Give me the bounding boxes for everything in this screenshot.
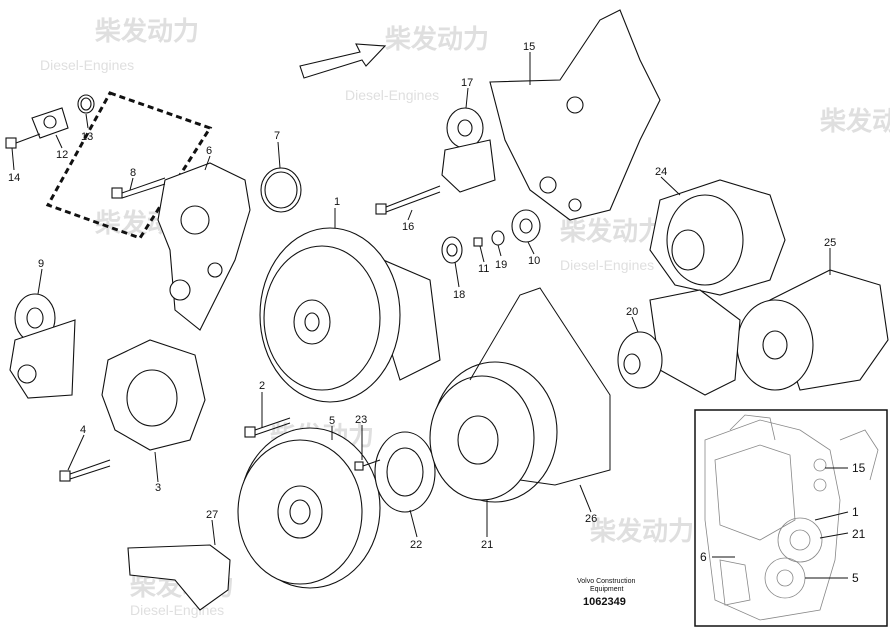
belt-tensioner-9: [9, 293, 76, 399]
watermark-en-6: Diesel-Engines: [130, 602, 224, 618]
callout-23: 23: [355, 414, 367, 426]
inset-callout-6: 6: [700, 550, 707, 564]
callout-25: 25: [824, 237, 836, 249]
bolt-8: [111, 177, 166, 199]
callout-20: 20: [626, 306, 638, 318]
leader-lines: [11, 52, 831, 546]
callout-14: 14: [8, 172, 20, 184]
impeller-gasket-3: [101, 339, 206, 451]
washer-18: [441, 236, 463, 264]
bolt-11: [473, 237, 483, 247]
inset-frame: [694, 409, 888, 627]
callout-19: 19: [495, 259, 507, 271]
callout-24: 24: [655, 166, 667, 178]
callout-16: 16: [402, 221, 414, 233]
callout-26: 26: [585, 513, 597, 525]
callout-22: 22: [410, 539, 422, 551]
callout-3: 3: [155, 482, 161, 494]
callout-4: 4: [80, 424, 86, 436]
callout-7: 7: [274, 130, 280, 142]
watermark-cn-2: 柴发动力: [384, 24, 489, 54]
callout-12: 12: [56, 149, 68, 161]
callout-6: 6: [206, 145, 212, 157]
inset-callout-15: 15: [852, 461, 866, 475]
bracket-part-6: [157, 162, 251, 331]
seal-ring-13: [77, 94, 95, 114]
bolt-4: [59, 459, 111, 482]
ac-compressor-25: [736, 269, 889, 391]
callout-27: 27: [206, 509, 218, 521]
drawing-number: 1062349: [583, 596, 626, 608]
idler-10: [511, 209, 541, 243]
flange-part-12: [31, 107, 69, 139]
bolt-14: [5, 133, 41, 149]
tension-pulley-17: [441, 107, 496, 193]
inset-callout-1: 1: [852, 505, 859, 519]
watermark-en-2: Diesel-Engines: [345, 87, 439, 103]
belt-segment-27: [127, 544, 231, 611]
water-pump-pulley-1: [259, 227, 441, 403]
callout-15: 15: [523, 41, 535, 53]
inset-leader-lines: [712, 467, 849, 579]
idler-bracket-20: [617, 289, 741, 396]
alternator-24: [649, 179, 786, 296]
inset-engine-sketch: [704, 414, 879, 621]
watermark-en-1: Diesel-Engines: [40, 57, 134, 73]
inset-view: 15 1 21 6 5: [694, 409, 888, 627]
callout-labels: 1 2 3 4 5 6 7 8 9 10 11 12 13 14 15 16 1…: [8, 41, 836, 551]
callout-9: 9: [38, 258, 44, 270]
damper-ring-22: [374, 431, 436, 513]
o-ring-7: [260, 167, 302, 213]
brand-line-1: Volvo Construction: [577, 578, 635, 585]
callout-18: 18: [453, 289, 465, 301]
washer-19: [491, 230, 505, 246]
callout-1: 1: [334, 196, 340, 208]
callout-17: 17: [461, 77, 473, 89]
callout-5: 5: [329, 415, 335, 427]
dashed-gasket-outline: [45, 91, 213, 240]
watermark-cn-7: 柴发动力: [589, 516, 694, 546]
watermark-cn-8: 柴发动力: [819, 106, 890, 136]
inset-callout-21: 21: [852, 527, 866, 541]
watermark-cn-1: 柴发动力: [94, 16, 199, 46]
bolt-2: [244, 417, 291, 438]
callout-11: 11: [478, 263, 489, 275]
direction-arrow: [299, 43, 387, 79]
callout-8: 8: [130, 167, 136, 179]
callout-13: 13: [81, 131, 93, 143]
engine-bracket-15: [489, 9, 661, 221]
callout-10: 10: [528, 255, 540, 267]
bolt-23: [354, 459, 381, 471]
watermark-cn-4: 柴发动力: [559, 216, 664, 246]
watermark-en-4: Diesel-Engines: [560, 257, 654, 273]
bolt-16: [375, 185, 441, 215]
inset-callout-5: 5: [852, 571, 859, 585]
callout-2: 2: [259, 380, 265, 392]
crank-pulley-5: [237, 427, 381, 589]
brand-line-2: Equipment: [590, 586, 624, 593]
idler-pulley-21: [429, 361, 558, 503]
poly-v-belt-26: [469, 287, 611, 486]
callout-21: 21: [481, 539, 493, 551]
title-block: Volvo Construction Equipment 1062349: [577, 578, 635, 608]
